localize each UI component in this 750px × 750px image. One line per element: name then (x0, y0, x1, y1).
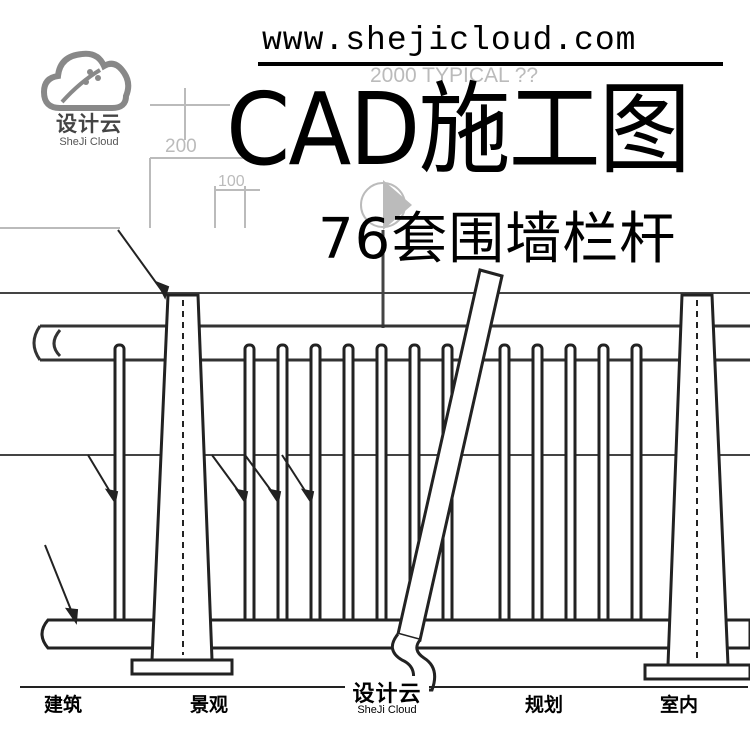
category-interior: 室内 (660, 694, 699, 716)
logo-name-en: SheJi Cloud (59, 136, 119, 148)
dimension-label-100: 100 (218, 173, 245, 190)
category-architecture: 建筑 (44, 694, 83, 716)
pickets (113, 343, 643, 632)
dimension-lines (0, 88, 260, 229)
dimension-label-200: 200 (165, 136, 197, 157)
subtitle: 76套围墙栏杆 (318, 207, 677, 272)
url-underline (258, 62, 723, 66)
leader-arrows (44, 229, 315, 625)
dimension-label-typical: 2000 TYPICAL ?? (370, 64, 538, 87)
section-marker (360, 180, 412, 328)
posts (130, 293, 750, 681)
logo-name-cn: 设计云 (56, 112, 122, 136)
footer-brand-en: SheJi Cloud (357, 704, 417, 716)
website-url: www.shejicloud.com (262, 22, 637, 59)
footer-brand-cn: 设计云 (345, 676, 429, 708)
main-title: CAD施工图 (226, 71, 691, 188)
cloud-logo-icon (40, 50, 132, 111)
bottom-rail (40, 618, 750, 650)
category-planning: 规划 (525, 694, 564, 716)
category-landscape: 景观 (190, 694, 229, 716)
